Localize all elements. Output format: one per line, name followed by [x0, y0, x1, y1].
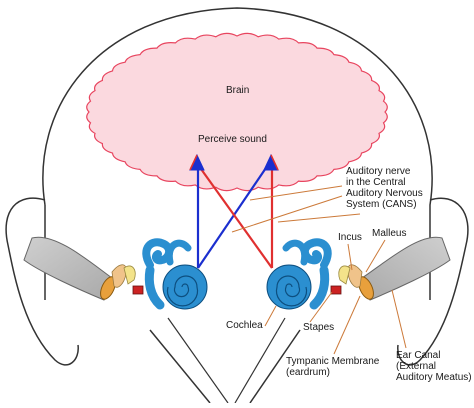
nerve-pointer-3: [277, 213, 361, 223]
left-jaw-line-2: [167, 317, 229, 404]
pointer-lines: [231, 185, 407, 355]
left-incus: [123, 265, 136, 285]
tympanic-membrane-label: Tympanic Membrane (eardrum): [286, 356, 380, 378]
incus-pointer: [347, 243, 353, 271]
right-incus: [338, 265, 351, 285]
right-jaw-line: [249, 329, 301, 404]
brain-label: Brain: [226, 85, 250, 96]
right-stapes: [330, 285, 342, 295]
right-ear-canal: [361, 236, 451, 301]
cochlea-label: Cochlea: [226, 320, 263, 331]
auditory-nerve-label: Auditory nerve in the Central Auditory N…: [346, 166, 423, 210]
nerve-pointer-1: [249, 185, 343, 201]
tympanic-pointer: [333, 295, 361, 355]
auditory-pathways: [189, 153, 279, 269]
left-stapes: [132, 285, 144, 295]
red-pathway-crossing: [195, 161, 273, 269]
brain-region: [86, 32, 388, 192]
head-outline: [42, 7, 433, 300]
stapes-label: Stapes: [303, 322, 335, 333]
left-cochlea: [142, 238, 208, 310]
ear-canal-label: Ear Canal (External Auditory Meatus): [396, 350, 472, 383]
right-outer-ear: [397, 197, 469, 366]
stapes-pointer: [309, 291, 333, 323]
malleus-pointer: [365, 239, 386, 273]
left-ear-canal: [23, 236, 113, 301]
perceive-sound-label: Perceive sound: [198, 134, 267, 145]
left-jaw-line: [149, 329, 211, 404]
nerve-pointer-2: [231, 195, 343, 233]
malleus-label: Malleus: [372, 228, 407, 239]
left-outer-ear: [5, 197, 79, 366]
cochlea-pointer: [264, 305, 277, 327]
right-cochlea: [266, 238, 332, 310]
right-jaw-line-2: [234, 317, 286, 404]
ear-canal-pointer: [391, 289, 407, 349]
incus-label: Incus: [338, 232, 362, 243]
